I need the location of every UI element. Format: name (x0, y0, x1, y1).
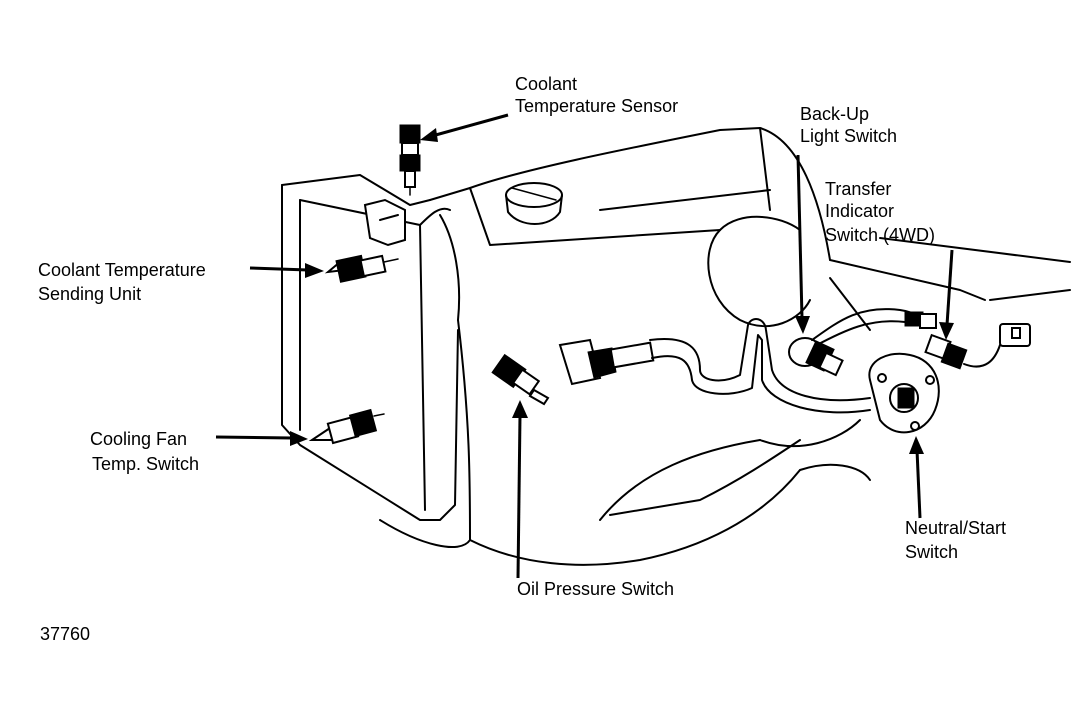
transfer-indicator-switch-arrow (945, 249, 954, 326)
label-transfer-indicator-switch: Transfer Indicator Switch (4WD) (825, 179, 935, 245)
oil-filler-cap (505, 182, 563, 225)
label-line: Temp. Switch (92, 454, 199, 474)
label-coolant-temperature-sensor: Coolant Temperature Sensor (515, 74, 678, 116)
engine-block (379, 127, 1071, 566)
backup-light-switch-part (788, 308, 937, 377)
coolant-temperature-sending-unit-arrow (249, 266, 309, 272)
label-line: Back-Up (800, 104, 869, 124)
neutral-start-switch-arrow (915, 449, 922, 519)
label-line: Sending Unit (38, 284, 141, 304)
cooling-fan-temp-switch-arrow (215, 435, 293, 440)
label-line: Neutral/Start (905, 518, 1006, 538)
oil-pressure-switch-part (491, 353, 550, 406)
label-line: Oil Pressure Switch (517, 579, 674, 599)
label-line: Coolant Temperature (38, 260, 206, 280)
oil-line-fitting (558, 318, 871, 414)
figure-number: 37760 (40, 624, 90, 644)
label-line: Switch (905, 542, 958, 562)
radiator (281, 174, 459, 521)
label-neutral-start-switch: Neutral/Start Switch (905, 518, 1006, 562)
coolant-temperature-sensor-arrow (431, 113, 509, 138)
cooling-fan-temp-switch-part (308, 408, 385, 445)
label-line: Cooling Fan (90, 429, 187, 449)
label-line: Light Switch (800, 126, 897, 146)
oil-pressure-switch-arrow (516, 414, 522, 579)
label-line: Indicator (825, 201, 894, 221)
coolant-temperature-sensor-part (399, 124, 421, 196)
label-line: Coolant (515, 74, 577, 94)
coolant-temperature-sending-unit-part (324, 254, 399, 283)
backup-light-switch-arrow (796, 154, 804, 319)
neutral-start-switch-part (868, 352, 940, 434)
label-line: Temperature Sensor (515, 96, 678, 116)
label-coolant-temperature-sending-unit: Coolant Temperature Sending Unit (38, 260, 206, 304)
label-oil-pressure-switch: Oil Pressure Switch (517, 579, 674, 599)
label-line: Switch (4WD) (825, 225, 935, 245)
label-line: Transfer (825, 179, 891, 199)
leader-arrows (215, 113, 954, 579)
label-cooling-fan-temp-switch: Cooling Fan Temp. Switch (90, 429, 199, 474)
label-backup-light-switch: Back-Up Light Switch (800, 104, 897, 146)
transfer-indicator-switch-part (924, 323, 1031, 370)
